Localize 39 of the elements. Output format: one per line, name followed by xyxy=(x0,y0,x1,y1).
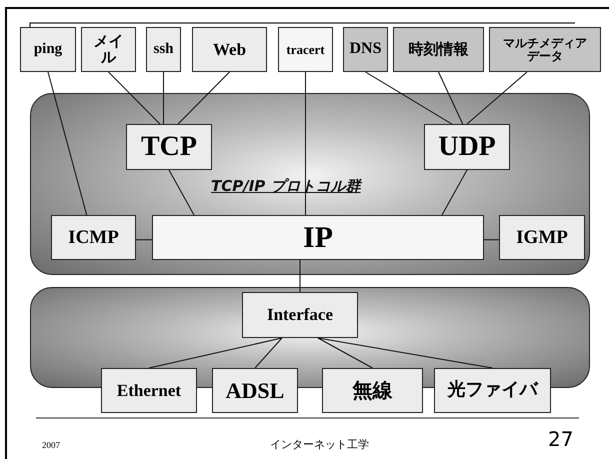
connector-line xyxy=(365,72,452,124)
connector-line xyxy=(318,338,373,368)
connector-line xyxy=(466,72,528,124)
course-title: インターネット工学 xyxy=(270,437,369,452)
protocol-box: DNS xyxy=(343,27,388,72)
connector-line xyxy=(318,338,493,368)
connector-line xyxy=(148,338,282,368)
connector-line xyxy=(178,72,230,124)
protocol-box: マルチメディアデータ xyxy=(489,27,601,72)
connector-line xyxy=(254,338,282,368)
connector-line xyxy=(48,72,88,216)
protocol-box: IGMP xyxy=(499,215,585,260)
protocol-box: メイル xyxy=(81,27,136,72)
band-title: TCP/IP プロトコル群 xyxy=(211,177,361,196)
connector-line xyxy=(442,170,468,216)
protocol-box: Interface xyxy=(242,292,358,338)
protocol-box: ping xyxy=(20,27,76,72)
layer-band xyxy=(30,93,590,275)
connector-line xyxy=(168,170,194,216)
protocol-box: IP xyxy=(152,215,484,260)
protocol-box: ICMP xyxy=(51,215,136,260)
protocol-box: 無線 xyxy=(322,368,423,413)
protocol-box: 光ファイバ xyxy=(434,368,551,413)
connector-line xyxy=(305,72,306,216)
protocol-box: Ethernet xyxy=(101,368,197,413)
protocol-box: ADSL xyxy=(212,368,298,413)
connector-line xyxy=(136,239,152,240)
protocol-box: 時刻情報 xyxy=(393,27,484,72)
protocol-box: Web xyxy=(192,27,267,72)
protocol-box: UDP xyxy=(424,124,510,170)
protocol-box: TCP xyxy=(126,124,212,170)
protocol-box: tracert xyxy=(278,27,333,72)
page-number: 27 xyxy=(548,427,574,451)
year-text: 2007 xyxy=(42,440,60,450)
connector-line xyxy=(484,239,500,240)
connector-line xyxy=(108,72,160,124)
connector-line xyxy=(163,72,164,124)
connector-line xyxy=(438,72,464,124)
protocol-box: ssh xyxy=(146,27,181,72)
